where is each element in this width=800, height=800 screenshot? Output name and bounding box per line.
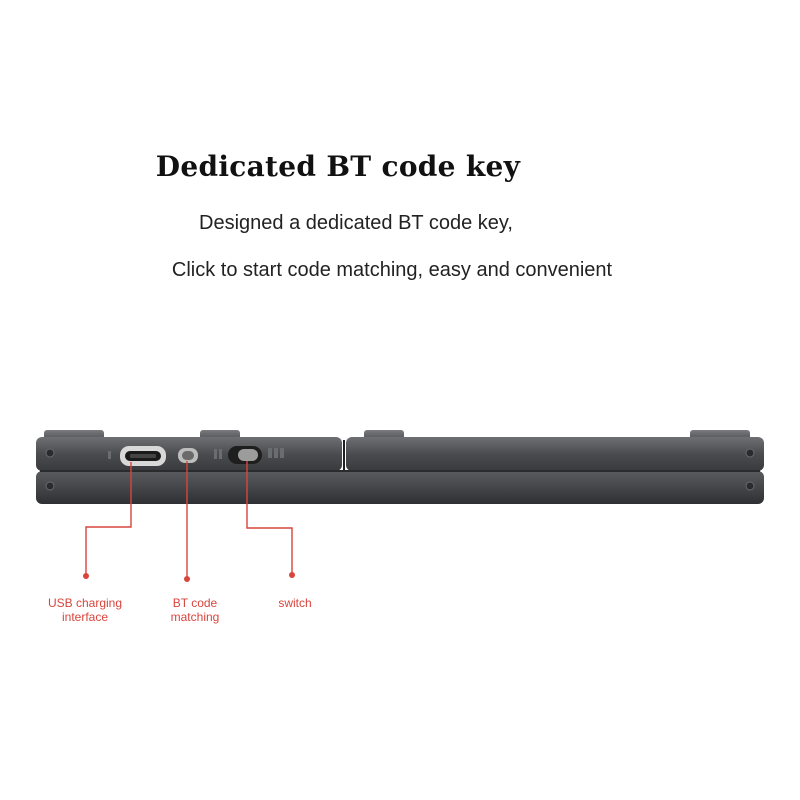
switch-callout-line-1: switch: [278, 596, 312, 610]
lower-panel: [36, 471, 764, 504]
description-line-1: Designed a dedicated BT code key,: [199, 212, 513, 234]
bt-code-button-icon: [178, 448, 198, 463]
usb-callout-line-2: interface: [61, 610, 109, 624]
description-line-2: Click to start code matching, easy and c…: [171, 259, 613, 281]
bt-callout-line-1: BT code: [172, 596, 218, 610]
upper-right-panel: [346, 437, 764, 471]
usb-charging-callout: USB charging interface: [30, 596, 140, 624]
usb-port-icon: [120, 446, 166, 466]
page-heading: Dedicated BT code key: [155, 150, 521, 183]
bt-callout-line-2: matching: [170, 610, 220, 624]
power-switch-icon: [228, 446, 262, 464]
port-markings: [108, 448, 284, 459]
bt-code-callout: BT code matching: [150, 596, 240, 624]
screw-icon: [45, 448, 755, 491]
switch-callout: switch: [260, 596, 330, 610]
usb-callout-line-1: USB charging: [47, 596, 123, 610]
callout-dots: [83, 572, 295, 582]
callout-lines: [85, 461, 293, 578]
